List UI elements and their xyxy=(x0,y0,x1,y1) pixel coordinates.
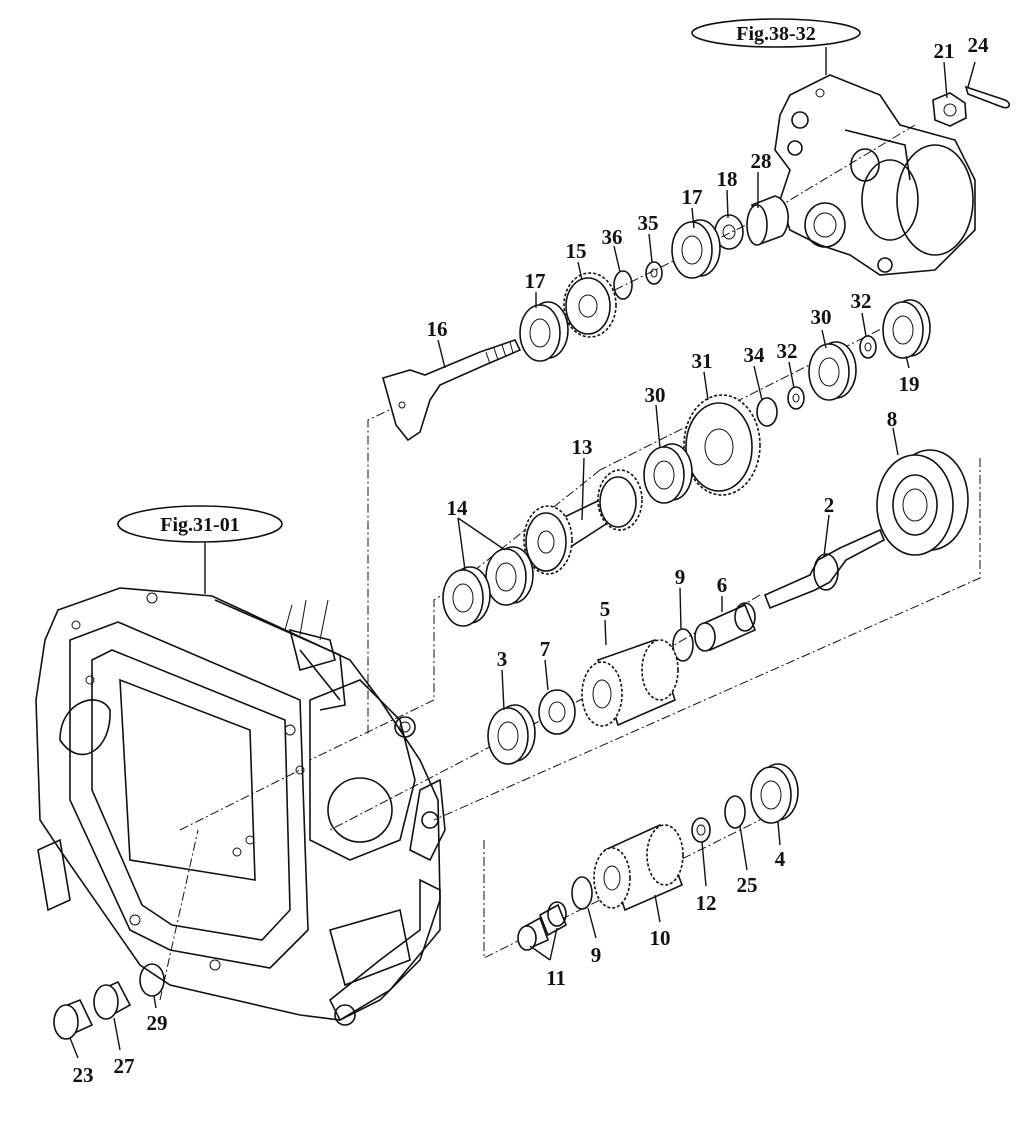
callout-4: 4 xyxy=(775,847,786,871)
callout-27: 27 xyxy=(114,1054,135,1078)
part-17-bearing-upper[interactable] xyxy=(671,219,721,279)
callout-17-upper: 17 xyxy=(682,185,703,209)
part-10-helical-gear[interactable] xyxy=(593,823,684,912)
part-4-bearing[interactable] xyxy=(750,763,799,824)
part-9-snap-ring-upper[interactable] xyxy=(672,628,694,662)
callout-18: 18 xyxy=(717,167,738,191)
callout-29: 29 xyxy=(147,1011,168,1035)
part-30-bearing-left[interactable] xyxy=(643,443,693,504)
part-25-snap-ring[interactable] xyxy=(724,795,746,829)
part-13-cluster-gear[interactable] xyxy=(523,469,643,575)
callout-3: 3 xyxy=(497,647,508,671)
part-17-bearing-lower[interactable] xyxy=(519,301,569,362)
callout-36: 36 xyxy=(602,225,623,249)
part-6-needle-bearing[interactable] xyxy=(694,602,757,652)
callout-19: 19 xyxy=(899,372,920,396)
callout-9-upper: 9 xyxy=(675,565,686,589)
callout-13: 13 xyxy=(572,435,593,459)
callout-21: 21 xyxy=(934,39,955,63)
callout-30-left: 30 xyxy=(645,383,666,407)
callout-32-right: 32 xyxy=(851,289,872,313)
svg-text:Fig.38-32: Fig.38-32 xyxy=(736,23,815,45)
callout-15: 15 xyxy=(566,239,587,263)
part-36-snap-ring[interactable] xyxy=(613,270,633,300)
transmission-housing xyxy=(35,587,446,1026)
callout-labels: 21 24 28 18 17 35 36 15 17 16 32 30 32 1… xyxy=(73,33,990,1087)
callout-14: 14 xyxy=(447,496,469,520)
part-29-snap-ring[interactable] xyxy=(139,963,165,997)
part-32-washer-b[interactable] xyxy=(787,386,805,410)
part-16-shaft[interactable] xyxy=(382,339,522,442)
callout-30-right: 30 xyxy=(811,305,832,329)
part-27-bushing[interactable] xyxy=(93,980,132,1020)
callout-34: 34 xyxy=(744,343,766,367)
part-2-shaft[interactable] xyxy=(763,528,886,610)
callout-35: 35 xyxy=(638,211,659,235)
top-cover-housing xyxy=(774,74,976,276)
part-28-sleeve[interactable] xyxy=(746,195,789,246)
callout-9-lower: 9 xyxy=(591,943,602,967)
svg-text:Fig.31-01: Fig.31-01 xyxy=(160,514,239,536)
callout-28: 28 xyxy=(751,149,772,173)
callout-23: 23 xyxy=(73,1063,94,1087)
fig-ref-38-32[interactable]: Fig.38-32 xyxy=(691,18,861,48)
part-15-gear[interactable] xyxy=(563,272,617,338)
part-5-helical-gear[interactable] xyxy=(581,638,679,727)
callout-5: 5 xyxy=(600,597,611,621)
part-32-washer-a[interactable] xyxy=(859,335,877,359)
part-7-washer[interactable] xyxy=(538,689,576,735)
part-35-washer[interactable] xyxy=(645,261,663,285)
part-19-bearing[interactable] xyxy=(882,299,931,359)
callout-16: 16 xyxy=(427,317,448,341)
callout-6: 6 xyxy=(717,573,728,597)
callout-17-lower: 17 xyxy=(525,269,546,293)
part-8-bearing-housing[interactable] xyxy=(876,449,969,556)
part-12-washer[interactable] xyxy=(691,817,711,843)
part-24-cotter-pin[interactable] xyxy=(964,85,1011,109)
callout-8: 8 xyxy=(887,407,898,431)
callout-10: 10 xyxy=(650,926,671,950)
callout-11: 11 xyxy=(546,966,566,990)
part-14-bearing-a[interactable] xyxy=(485,546,534,606)
part-31-large-gear[interactable] xyxy=(683,394,761,496)
part-3-bearing[interactable] xyxy=(487,704,536,765)
callout-2: 2 xyxy=(824,493,835,517)
callout-24: 24 xyxy=(968,33,990,57)
callout-31: 31 xyxy=(692,349,713,373)
part-23-needle-bearing[interactable] xyxy=(53,998,94,1040)
callout-12: 12 xyxy=(696,891,717,915)
leader-lines xyxy=(69,61,976,1059)
callout-25: 25 xyxy=(737,873,758,897)
part-30-bearing-right[interactable] xyxy=(808,341,857,401)
callout-7: 7 xyxy=(540,637,551,661)
part-9-snap-ring-lower[interactable] xyxy=(571,876,593,910)
part-11-needle-bearings[interactable] xyxy=(517,901,568,951)
fig-ref-31-01[interactable]: Fig.31-01 xyxy=(117,505,283,543)
part-14-bearing-b[interactable] xyxy=(442,566,491,627)
part-21-castle-nut[interactable] xyxy=(932,92,967,127)
part-34-snap-ring[interactable] xyxy=(756,397,778,427)
callout-32-left: 32 xyxy=(777,339,798,363)
